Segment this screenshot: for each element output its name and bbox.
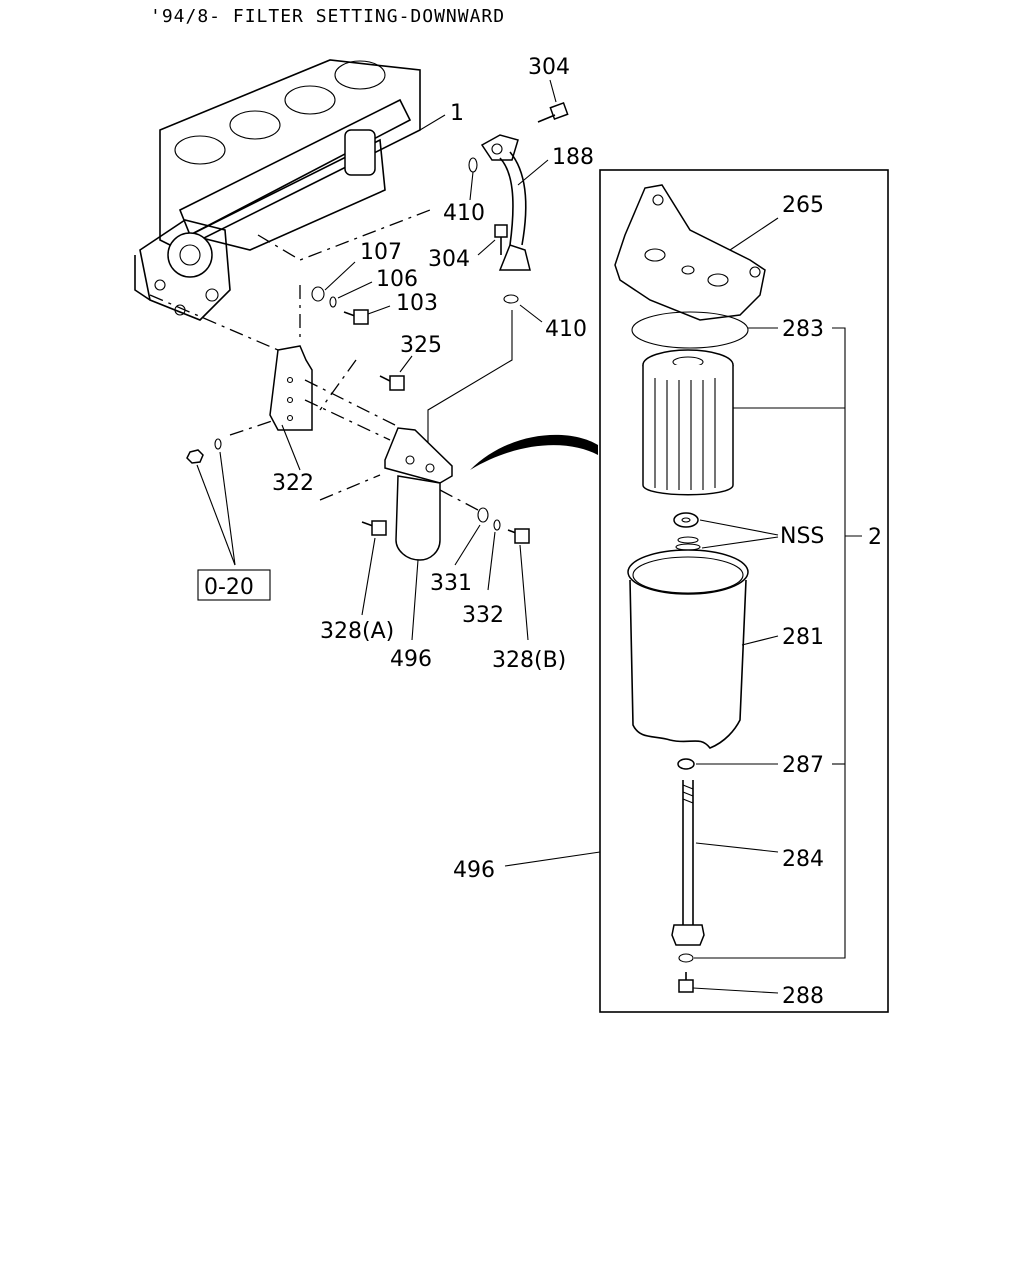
callout-331: 331 [430, 571, 472, 596]
callout-103: 103 [396, 291, 438, 316]
ref-box-0-20 [197, 569, 271, 601]
washer-332 [493, 519, 501, 531]
callout-0-20: 0-20 [204, 575, 254, 600]
callout-265: 265 [782, 193, 824, 218]
washer-106 [329, 296, 337, 308]
group-bracket-2 [694, 327, 846, 959]
oil-pipe-188 [480, 134, 531, 271]
gasket-283 [631, 311, 749, 349]
bolt-304-top [537, 102, 569, 123]
callout-332: 332 [462, 603, 504, 628]
o-ring-410-lower [503, 294, 519, 304]
washer-331 [477, 507, 489, 523]
callout-107: 107 [360, 240, 402, 265]
bolt-325 [379, 375, 405, 391]
washer-107 [311, 286, 325, 302]
callout-284: 284 [782, 847, 824, 872]
drain-plug-288 [678, 972, 694, 993]
filter-head-265 [614, 184, 766, 321]
bolt-328b [507, 528, 530, 544]
callout-304-top: 304 [528, 55, 570, 80]
o-ring-410-upper [468, 157, 478, 173]
callout-304-mid: 304 [428, 247, 470, 272]
callout-496-left: 496 [390, 647, 432, 672]
small-filter-496 [384, 427, 453, 561]
diagram-title: '94/8- FILTER SETTING-DOWNWARD [150, 6, 505, 27]
callout-328a: 328(A) [320, 619, 394, 644]
callout-188: 188 [552, 145, 594, 170]
nut-0-20 [186, 438, 222, 464]
callout-nss: NSS [780, 524, 824, 549]
filter-case-281 [627, 549, 749, 749]
callout-283: 283 [782, 317, 824, 342]
bolt-328a [361, 520, 387, 536]
bolt-103 [343, 309, 369, 325]
washer-bottom [678, 953, 694, 963]
callout-410-b: 410 [545, 317, 587, 342]
detail-box [599, 169, 889, 1013]
callout-1: 1 [450, 101, 464, 126]
callout-288: 288 [782, 984, 824, 1009]
callout-281: 281 [782, 625, 824, 650]
callout-410-a: 410 [443, 201, 485, 226]
engine-block-drawing [134, 59, 421, 321]
washer-287 [677, 758, 695, 770]
callout-328b: 328(B) [492, 648, 566, 673]
callout-2: 2 [868, 525, 882, 550]
bracket-322 [269, 345, 313, 431]
detail-arrow [470, 434, 598, 470]
callout-106: 106 [376, 267, 418, 292]
nss-washer [673, 512, 699, 528]
callout-287: 287 [782, 753, 824, 778]
center-bolt-284 [671, 780, 705, 946]
callout-496-right: 496 [453, 858, 495, 883]
bolt-304-mid [494, 224, 508, 255]
filter-element [642, 349, 734, 496]
callout-322: 322 [272, 471, 314, 496]
callout-325: 325 [400, 333, 442, 358]
